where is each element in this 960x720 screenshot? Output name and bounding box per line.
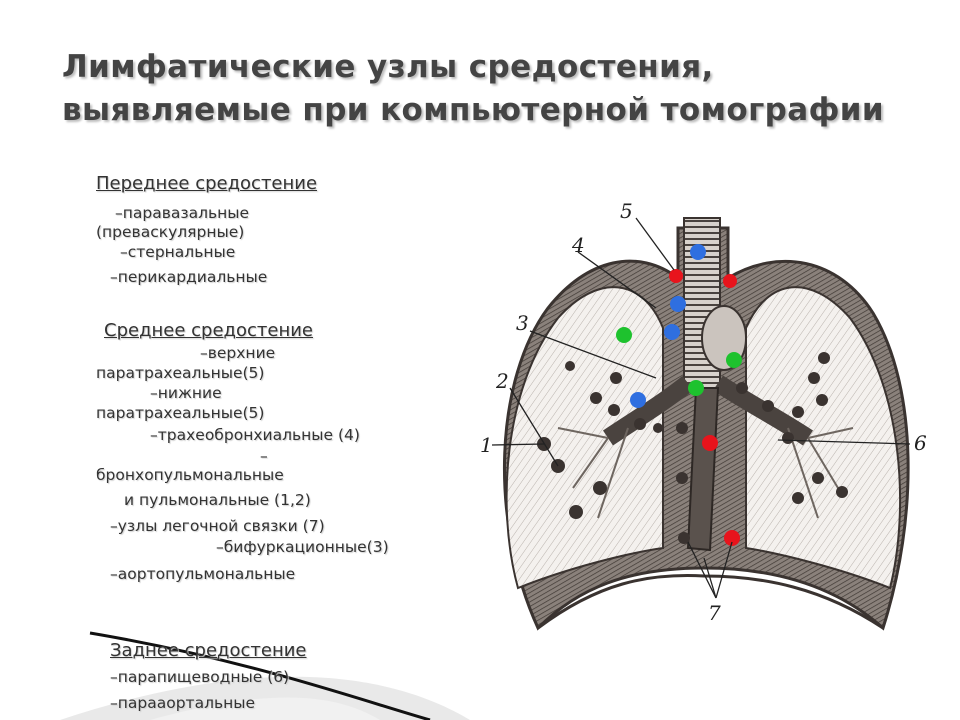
label-2: 2 (495, 369, 509, 393)
bronchial-tree (557, 427, 854, 519)
right-main-bronchus (603, 375, 694, 446)
posterior-item: –парааортальные (110, 694, 256, 712)
middle-item: паратрахеальные(5) (96, 404, 265, 422)
mediastinal-lymph-node-diagram: 1 2 3 4 5 6 7 (480, 199, 927, 631)
page-title: Лимфатические узлы средостения, выявляем… (62, 46, 884, 132)
esophagus (686, 387, 720, 552)
green-markers (616, 327, 742, 396)
label-5: 5 (620, 199, 633, 223)
label-6: 6 (914, 431, 927, 455)
title-line-1: Лимфатические узлы средостения, (62, 49, 714, 85)
blue-markers (630, 244, 706, 408)
middle-item: –аортопульмональные (110, 565, 296, 583)
leader-lines (491, 217, 911, 599)
middle-item: –узлы легочной связки (7) (110, 517, 325, 535)
lymph-nodes (537, 352, 848, 544)
label-3: 3 (516, 311, 529, 335)
label-4: 4 (571, 233, 585, 257)
posterior-heading: Заднее средостение (110, 640, 307, 661)
diaphragm (537, 574, 884, 630)
middle-item: и пульмональные (1,2) (124, 491, 311, 509)
posterior-item: –парапищеводные (6) (110, 668, 290, 686)
middle-item: –нижние (150, 384, 222, 402)
middle-item: паратрахеальные(5) (96, 364, 265, 382)
middle-item: –трахеобронхиальные (4) (150, 426, 360, 444)
left-main-bronchus (713, 375, 813, 446)
middle-item: бронхопульмональные (96, 466, 284, 484)
anterior-item: –стернальные (120, 243, 236, 261)
left-lung (745, 286, 902, 590)
anterior-item: –паравазальные (115, 204, 250, 222)
red-markers (669, 269, 740, 546)
label-7: 7 (708, 601, 721, 625)
label-1: 1 (480, 433, 493, 457)
anterior-item: –перикардиальные (110, 268, 268, 286)
middle-item: –бифуркационные(3) (216, 538, 389, 556)
anterior-item: (преваскулярные) (96, 223, 245, 241)
right-lung (505, 286, 664, 590)
anterior-heading: Переднее средостение (96, 173, 318, 194)
middle-item: – (260, 447, 268, 465)
middle-item: –верхние (200, 344, 276, 362)
middle-heading: Среднее средостение (104, 320, 314, 341)
title-line-2: выявляемые при компьютерной томографии (62, 92, 884, 128)
